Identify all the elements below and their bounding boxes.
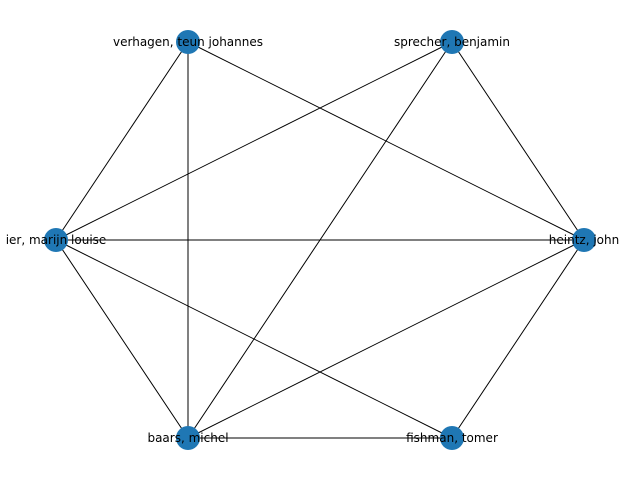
- node-label-verhagen: verhagen, teun johannes: [113, 35, 263, 49]
- edge-sprecher-marijn: [55, 41, 453, 241]
- edge-heintz-fishman: [451, 239, 585, 439]
- edges-layer: [55, 41, 585, 439]
- node-label-sprecher: sprecher, benjamin: [394, 35, 510, 49]
- node-baars: [176, 426, 200, 450]
- node-label-baars: baars, michel: [147, 431, 228, 445]
- nodes-layer: [44, 30, 596, 450]
- node-label-fishman: fishman, tomer: [406, 431, 498, 445]
- node-label-heintz: heintz, john: [549, 233, 619, 247]
- edge-marijn-fishman: [55, 239, 453, 439]
- node-verhagen: [176, 30, 200, 54]
- node-marijn: [44, 228, 68, 252]
- edge-heintz-baars: [187, 239, 585, 439]
- node-heintz: [572, 228, 596, 252]
- labels-layer: verhagen, teun johannes sprecher, benjami…: [6, 35, 620, 445]
- node-sprecher: [440, 30, 464, 54]
- node-label-marijn: ier, marijn louise: [6, 233, 107, 247]
- node-fishman: [440, 426, 464, 450]
- edge-sprecher-heintz: [451, 41, 585, 241]
- edge-marijn-baars: [55, 239, 189, 439]
- edge-verhagen-marijn: [55, 41, 189, 241]
